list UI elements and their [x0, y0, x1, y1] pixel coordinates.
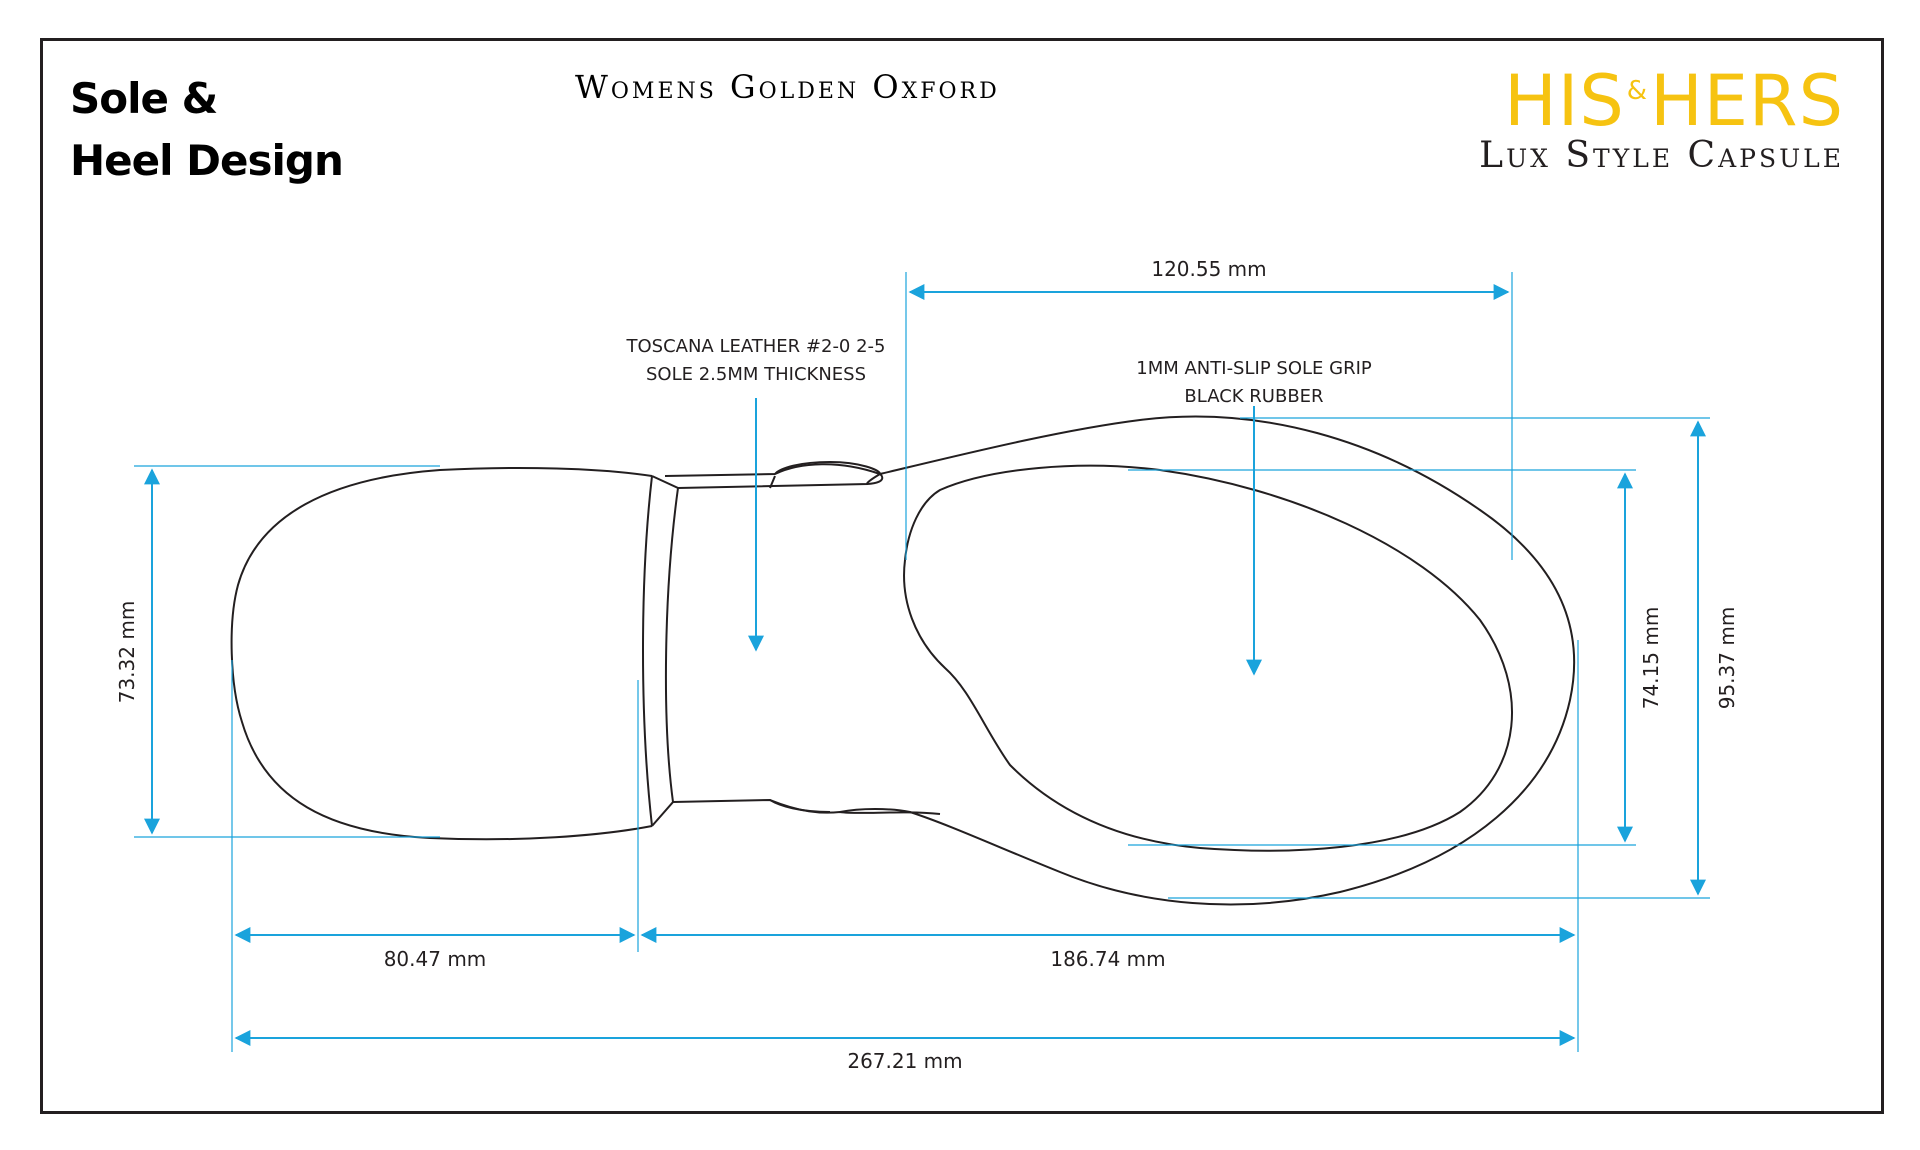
- brand-subtitle: Lux Style Capsule: [1479, 135, 1844, 176]
- shank-bottom-edge: [672, 798, 941, 815]
- shank-inner-top: [769, 475, 776, 489]
- brand-name-right: HERS: [1650, 60, 1844, 142]
- brand-name-amp: &: [1626, 76, 1649, 106]
- extension-lines: [134, 272, 1710, 1052]
- heel-front-face-inner: [651, 475, 680, 827]
- outer-sole-outline: [839, 415, 1576, 906]
- shank-top-edge: [664, 463, 883, 489]
- heel-outline: [230, 467, 653, 841]
- dim-label-forefoot-length: 120.55 mm: [1151, 257, 1266, 281]
- note-heel-material-line2: SOLE 2.5MM THICKNESS: [646, 364, 866, 385]
- shank-top-bump: [774, 460, 881, 475]
- brand-logo-block: HIS&HERS Lux Style Capsule: [1479, 56, 1844, 174]
- note-grip-material-line1: 1MM ANTI-SLIP SOLE GRIP: [1136, 358, 1372, 379]
- brand-name-left: HIS: [1504, 60, 1625, 142]
- dim-label-heel-width: 73.32 mm: [115, 601, 139, 704]
- brand-logo: HIS&HERS: [1479, 56, 1844, 136]
- note-heel-material-line1: TOSCANA LEATHER #2-0 2-5: [625, 336, 885, 357]
- inner-grip-outline: [903, 464, 1514, 852]
- note-grip-material-line2: BLACK RUBBER: [1184, 386, 1323, 407]
- section-title: Sole & Heel Design: [70, 68, 344, 192]
- heel-front-face: [642, 475, 653, 827]
- shank-top-curve: [867, 473, 884, 485]
- sole-outline-group: [230, 415, 1576, 906]
- dimension-lines: [144, 284, 1706, 1046]
- section-title-line1: Sole &: [70, 74, 218, 123]
- dim-label-grip-width: 74.15 mm: [1639, 607, 1663, 710]
- dim-label-total-length: 267.21 mm: [847, 1049, 962, 1073]
- dim-label-outer-width: 95.37 mm: [1715, 607, 1739, 710]
- section-title-line2: Heel Design: [70, 136, 344, 185]
- page-frame: [40, 38, 1884, 1114]
- dim-label-heel-length: 80.47 mm: [384, 947, 487, 971]
- shank-bottom-bump: [769, 799, 831, 813]
- dim-label-front-length: 186.74 mm: [1050, 947, 1165, 971]
- product-title: Womens Golden Oxford: [575, 68, 1000, 106]
- callout-arrows: [748, 398, 1262, 676]
